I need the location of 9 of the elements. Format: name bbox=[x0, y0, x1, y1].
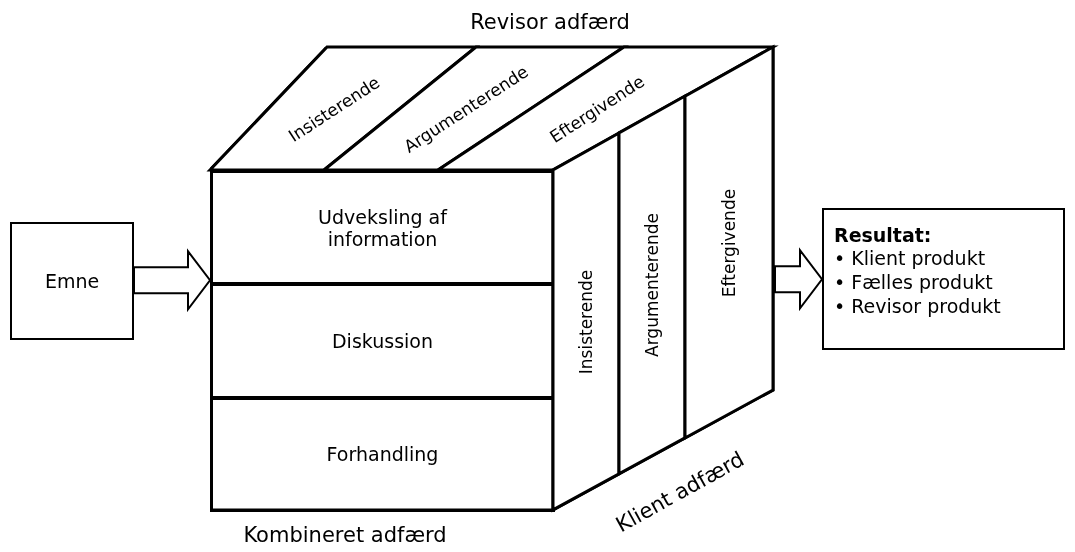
axis-label: Revisor adfærd bbox=[470, 10, 630, 34]
strip-label: Argumenterende bbox=[642, 213, 662, 358]
topic-box: Emne bbox=[10, 222, 134, 340]
block-arrow bbox=[133, 248, 212, 313]
block-arrow bbox=[774, 247, 824, 312]
axis-label: Kombineret adfærd bbox=[243, 523, 447, 547]
strip-label: Eftergivende bbox=[719, 188, 739, 297]
strip-label: Insisterende bbox=[576, 269, 596, 374]
result-box: Resultat: • Klient produkt • Fælles produkt • Revisor produkt bbox=[822, 208, 1065, 350]
